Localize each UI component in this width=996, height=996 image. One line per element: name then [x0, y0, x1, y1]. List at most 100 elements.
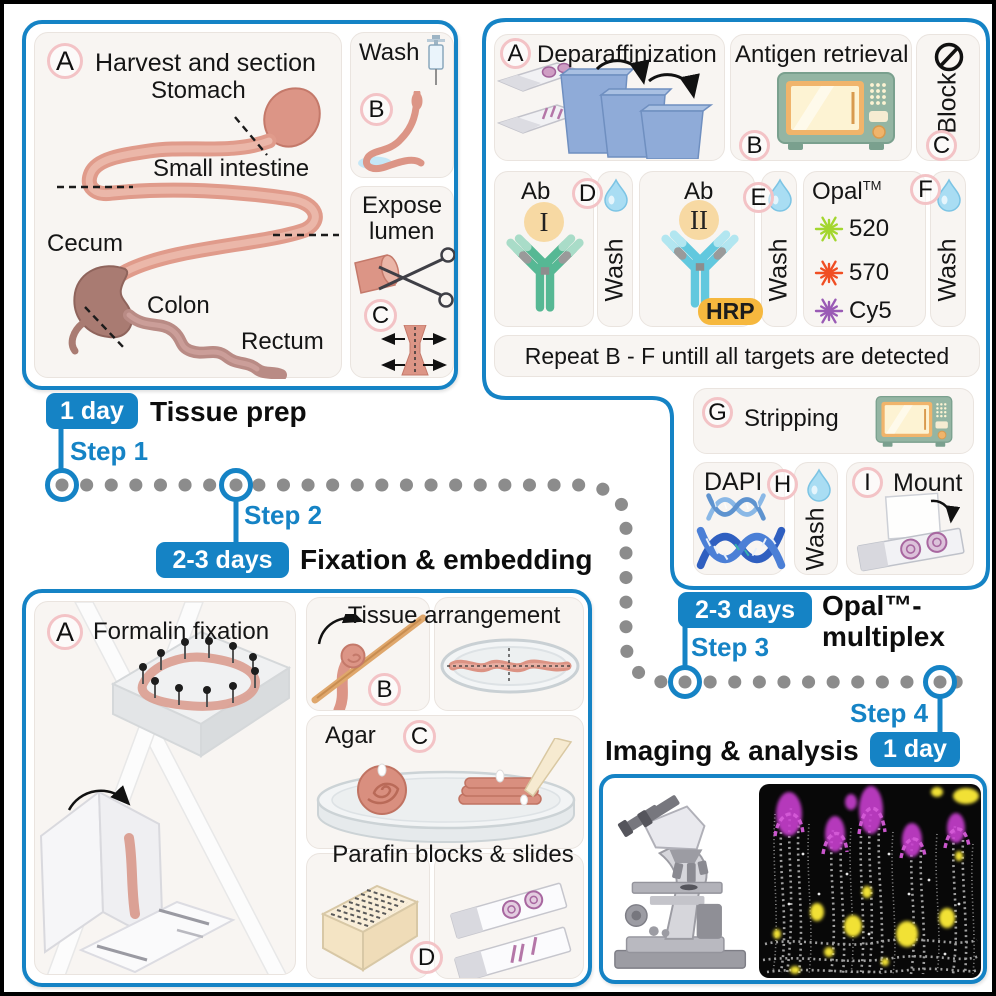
panel-expose-lumen: Expose lumen C	[350, 186, 455, 378]
label-cecum: Cecum	[47, 230, 124, 257]
badge-agar: C	[403, 720, 436, 753]
badge-arrangement: B	[368, 673, 401, 706]
agar-title: Agar	[325, 722, 376, 749]
panel-parafin-cassette	[306, 853, 430, 979]
badge-expose: C	[364, 299, 397, 332]
ab1-title: Ab	[521, 178, 551, 205]
opened-lumen-icon	[381, 325, 447, 376]
badge-deparaffinization: A	[500, 38, 531, 69]
antibody-secondary-icon	[661, 230, 739, 308]
phase-title-step3: Opal™-multiplex	[822, 590, 945, 652]
formalin-illustration	[39, 602, 292, 974]
phase-title-step1: Tissue prep	[150, 396, 307, 427]
mount-title: Mount	[893, 469, 963, 497]
wash-label-e: Wash	[764, 238, 793, 302]
dna-small-icon	[706, 493, 766, 521]
staining-jars-icon	[497, 59, 714, 159]
panel-arrangement-dish	[434, 597, 584, 711]
step4-label: Step 4	[850, 698, 929, 728]
stripping-title: Stripping	[744, 405, 839, 432]
badge-dapi: H	[767, 469, 798, 500]
badge-antigen: B	[739, 130, 770, 161]
panel-secondary-antibody: Ab II HRP	[639, 171, 763, 327]
badge-opal: F	[910, 174, 941, 205]
droplet-icon	[807, 469, 831, 502]
badge-ab2: E	[743, 182, 774, 213]
gi-tract-illustration	[57, 87, 339, 379]
panel-primary-antibody: Ab I	[494, 171, 594, 327]
badge-mount: I	[852, 467, 883, 498]
timeline-path	[45, 428, 973, 735]
label-stomach: Stomach	[151, 77, 246, 104]
cassette-icon	[320, 884, 420, 972]
label-rectum: Rectum	[241, 328, 324, 355]
duration-step3: 2-3 days	[678, 592, 812, 628]
badge-formalin: A	[47, 614, 83, 650]
panel-deparaffinization: Deparaffinization	[494, 34, 725, 161]
timeline-nodes	[45, 468, 957, 699]
imaging-container	[599, 774, 987, 984]
wash-column-d: Wash	[597, 171, 633, 327]
microscope-icon	[614, 795, 747, 969]
intestine-wash-icon	[358, 91, 425, 173]
fixation-container: A Formalin fixation Tissue arrangement B…	[22, 589, 592, 987]
forceps-tissue-icon	[354, 247, 455, 308]
expose-title-2: lumen	[369, 218, 435, 245]
starburst-520-icon	[814, 216, 844, 242]
panel-opal-fluorophores: OpalTM 520 570 Cy5	[803, 171, 926, 327]
opal-row-cy5: Cy5	[814, 296, 892, 326]
starburst-570-icon	[814, 260, 844, 286]
microwave-icon-small	[875, 395, 953, 448]
agar-dish-icon	[316, 738, 576, 843]
dna-large-icon	[696, 526, 786, 570]
opal-container: Deparaffinization A	[482, 18, 990, 590]
tissue-prep-container: A Harvest and section Stomach Small inte…	[22, 20, 458, 390]
wash-title: Wash	[359, 39, 420, 66]
starburst-cy5-icon	[814, 298, 844, 324]
wash-column-h: Wash	[794, 462, 838, 575]
slides-icon	[450, 882, 572, 978]
syringe-icon	[427, 35, 445, 85]
wash-column-f: Wash	[930, 171, 966, 327]
step1-label: Step 1	[70, 436, 149, 466]
wash-label-h: Wash	[801, 507, 830, 571]
badge-ab1: D	[572, 178, 603, 209]
dapi-title: DAPI	[704, 468, 763, 496]
duration-step1: 1 day	[46, 393, 138, 429]
harvest-title: Harvest and section	[95, 49, 316, 77]
deparaffinization-title: Deparaffinization	[537, 41, 717, 68]
duration-step4: 1 day	[870, 732, 960, 767]
antigen-title: Antigen retrieval	[735, 41, 909, 68]
label-colon: Colon	[147, 292, 210, 319]
parafin-title: Parafin blocks & slides	[332, 841, 574, 868]
phase-title-step2: Fixation & embedding	[300, 544, 593, 575]
panel-stripping: Stripping	[693, 388, 974, 454]
repeat-note-bar: Repeat B - F untill all targets are dete…	[494, 335, 980, 377]
wash-label-f: Wash	[933, 238, 962, 302]
opal-520-label: 520	[849, 215, 890, 242]
panel-wash-tissue: Wash B	[350, 32, 454, 178]
block-title: Block	[933, 72, 962, 134]
label-small-intestine: Small intestine	[153, 155, 310, 182]
expose-title-1: Expose	[362, 192, 443, 219]
badge-wash-tissue: B	[360, 93, 393, 126]
antibody-primary-icon	[506, 234, 584, 312]
step3-label: Step 3	[691, 632, 770, 662]
panel-arrangement-stick	[306, 597, 430, 711]
panel-harvest: A Harvest and section Stomach Small inte…	[34, 32, 342, 379]
wash-label-d: Wash	[600, 238, 629, 302]
badge-parafin: D	[410, 941, 443, 974]
step2-label: Step 2	[244, 500, 323, 530]
badge-harvest: A	[47, 43, 83, 79]
opal-cy5-label: Cy5	[849, 297, 892, 324]
arrangement-title: Tissue arrangement	[347, 602, 561, 629]
hrp-tag: HRP	[698, 298, 763, 325]
block-icon	[934, 42, 964, 72]
microwave-icon	[776, 71, 896, 152]
panel-agar: Agar C	[306, 715, 584, 849]
formalin-title: Formalin fixation	[93, 618, 270, 645]
badge-block: C	[926, 130, 957, 161]
opal-row-570: 570	[814, 258, 889, 288]
repeat-note: Repeat B - F untill all targets are dete…	[524, 342, 950, 369]
